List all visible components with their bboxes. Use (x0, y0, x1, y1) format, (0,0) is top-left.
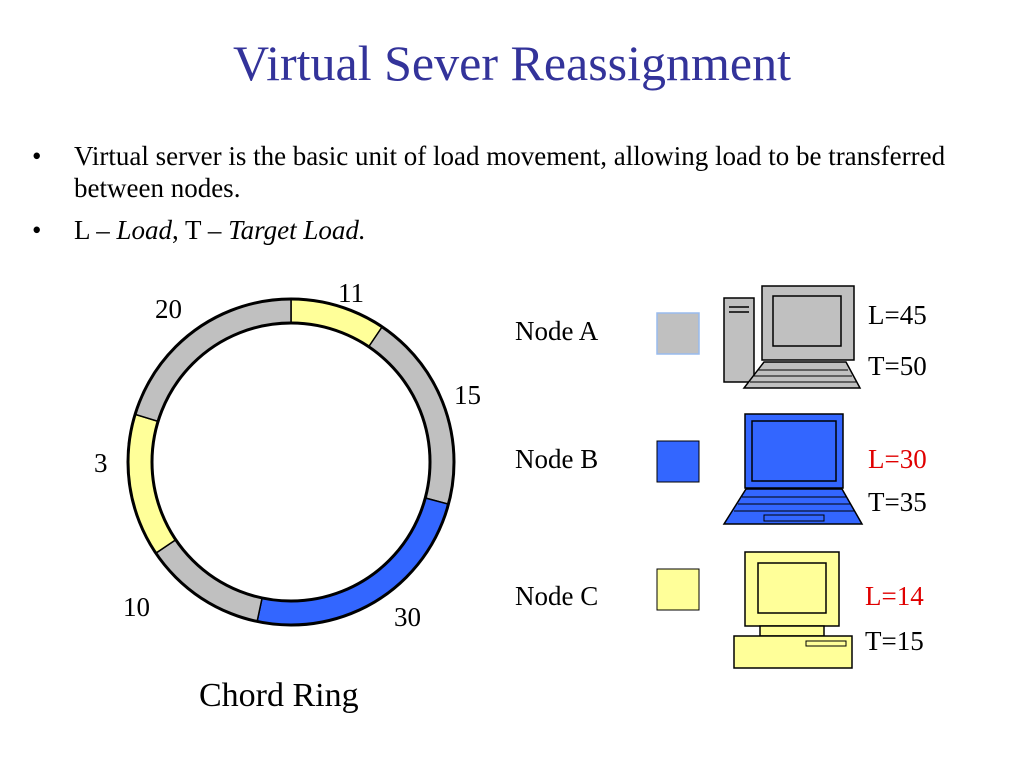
bullet-dot: • (32, 141, 42, 171)
ring-outline (126, 297, 456, 627)
segment-label: 30 (394, 602, 421, 632)
node-b-name: Node B (515, 444, 599, 474)
node-a-name: Node A (515, 316, 599, 346)
node-c-load: L=14 (865, 581, 924, 611)
ring-segment (154, 538, 263, 623)
bullet-item: • L – Load, T – Target Load. (32, 214, 992, 246)
load-abbrev: L (74, 215, 90, 245)
ring-outline (150, 321, 432, 603)
segment-label: 10 (123, 592, 150, 622)
node-a-load: L=45 (868, 300, 927, 330)
segment-label: 15 (454, 380, 481, 410)
bullet-item: • Virtual server is the basic unit of lo… (32, 140, 992, 204)
segment-label: 20 (155, 294, 182, 324)
slide-title: Virtual Sever Reassignment (233, 35, 791, 91)
node-b-swatch (656, 440, 700, 483)
node-c-target: T=15 (865, 626, 924, 656)
dash: – (201, 215, 229, 245)
bullet-dot: • (32, 215, 42, 245)
node-b-target: T=35 (868, 487, 927, 517)
desktop-tower-icon (723, 285, 862, 389)
node-c-swatch (656, 568, 700, 611)
target-load-term: Target Load. (228, 215, 366, 245)
desktop-computer-icon (733, 551, 853, 669)
segment-label: 11 (338, 278, 364, 308)
bullet-list: • Virtual server is the basic unit of lo… (32, 140, 992, 256)
node-b-load: L=30 (868, 444, 927, 474)
node-a-swatch (656, 312, 700, 355)
ring-caption: Chord Ring (199, 677, 359, 714)
node-c-name: Node C (515, 581, 599, 611)
chord-ring (126, 297, 456, 627)
target-abbrev: , T (172, 215, 202, 245)
segment-label: 3 (94, 448, 108, 478)
node-a-target: T=50 (868, 351, 927, 381)
dash: – (89, 215, 117, 245)
ring-segment (127, 413, 177, 555)
laptop-icon (722, 413, 864, 525)
bullet-text: Virtual server is the basic unit of load… (74, 141, 946, 203)
load-term: Load (116, 215, 173, 245)
